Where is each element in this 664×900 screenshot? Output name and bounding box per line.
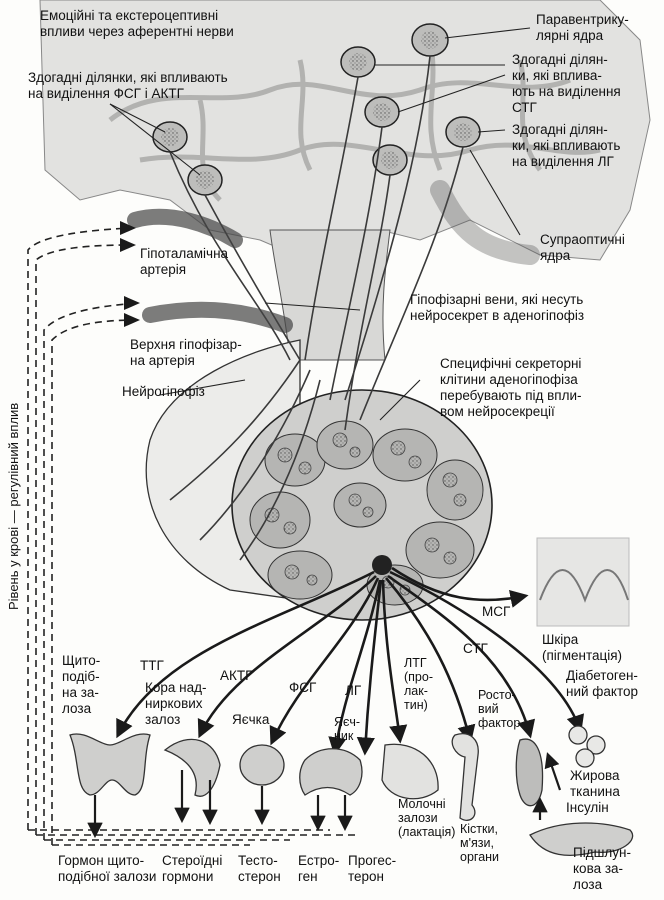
target-organs — [69, 725, 634, 857]
bone-shape — [451, 733, 479, 821]
fat-cell-1 — [568, 725, 588, 745]
muscle-shape — [515, 738, 544, 807]
label-lg: ЛГ — [345, 683, 362, 698]
neurosecretory-axons — [169, 55, 464, 561]
pancreas-shape — [529, 822, 634, 857]
label-estrogen: Естро- ген — [298, 853, 340, 884]
label-neurohypophysis: Нейрогіпофіз — [122, 384, 205, 399]
label-adipose-tissue: Жирова тканина — [570, 768, 620, 799]
breast-shape — [381, 743, 439, 800]
testis-shape — [239, 744, 285, 786]
label-bones-muscles: Кістки, м'язи, органи — [460, 822, 500, 864]
label-ltg-prolactin: ЛТГ (про- лак- тин) — [404, 656, 433, 712]
label-pointers — [109, 27, 531, 421]
label-stg-areas: Здогадні ділян- ки, які вплива- ють на в… — [512, 52, 621, 115]
label-lg-areas: Здогадні ділян- ки, які впливають на вид… — [512, 122, 621, 169]
label-ttg: ТТГ — [140, 658, 164, 673]
label-skin-pigmentation: Шкіра (пігментація) — [542, 632, 623, 663]
fat-cell-2 — [586, 735, 606, 755]
label-insulin: Інсулін — [566, 800, 609, 815]
fat-cell-3 — [575, 748, 595, 768]
feedback-arrowheads — [120, 221, 140, 327]
skin-inset — [536, 537, 630, 627]
label-pituitary-veins: Гіпофізарні вени, які несуть нейросекрет… — [410, 292, 585, 323]
secretory-cell-groups — [249, 420, 484, 606]
label-msg: МСГ — [482, 604, 511, 619]
label-steroid-hormones: Стероїдні гормони — [162, 853, 223, 884]
label-testes: Яєчка — [232, 712, 270, 727]
label-diabetogenic-factor: Діабетоген- ний фактор — [566, 668, 639, 699]
label-thyroid-gland: Щито- подіб- на за- лоза — [62, 653, 101, 716]
superior-artery-shape — [142, 301, 293, 333]
cell-nuclei — [264, 432, 467, 596]
label-growth-factor: Росто- вий фактор — [478, 688, 521, 730]
label-emotional-influences: Емоційні та екстероцептивні впливи через… — [40, 8, 234, 39]
label-acth: АКТГ — [220, 668, 253, 683]
label-thyroid-hormone: Гормон щито- подібної залози — [58, 853, 157, 884]
label-adrenal-cortex: Кора над- ниркових залоз — [145, 680, 207, 727]
label-hypothalamic-artery: Гіпоталамічна артерія — [140, 246, 229, 277]
neuron-nuclei-dots — [161, 31, 472, 189]
hormone-arrows — [116, 566, 585, 756]
label-ovaries: Яєч- ник — [334, 715, 361, 743]
label-fsh-acth-areas: Здогадні ділянки, які впливають на виділ… — [28, 70, 228, 101]
hormone-release-hub — [372, 555, 392, 575]
label-progesterone: Прогес- терон — [348, 853, 397, 884]
label-blood-level-feedback: Рівень у крові — регулівний вплив — [6, 402, 21, 610]
thyroid-shape — [69, 733, 151, 796]
organ-output-arrows — [87, 752, 562, 839]
adrenal-shape — [163, 738, 221, 797]
label-stg: СТГ — [463, 641, 488, 656]
skin-waves — [539, 569, 629, 603]
label-fsg: ФСГ — [289, 680, 317, 695]
uterus-ovary-shape — [299, 748, 363, 796]
supraoptic-tract-shape — [430, 180, 540, 265]
feedback-dashed-lines — [27, 227, 360, 846]
label-superior-artery: Верхня гіпофізар- на артерія — [130, 337, 242, 368]
label-mammary-glands: Молочні залози (лактація) — [398, 797, 456, 839]
label-paraventricular-nuclei: Паравентрику- лярні ядра — [536, 12, 629, 43]
label-testosterone: Тесто- стерон — [238, 853, 281, 884]
label-pancreas: Підшлун- кова за- лоза — [573, 845, 631, 892]
hypothalamic-artery-shape — [127, 208, 243, 248]
label-specific-secretory-cells: Специфічні секреторні клітини аденогіпоф… — [440, 356, 582, 419]
label-supraoptic-nuclei: Супраоптичні ядра — [540, 232, 625, 263]
